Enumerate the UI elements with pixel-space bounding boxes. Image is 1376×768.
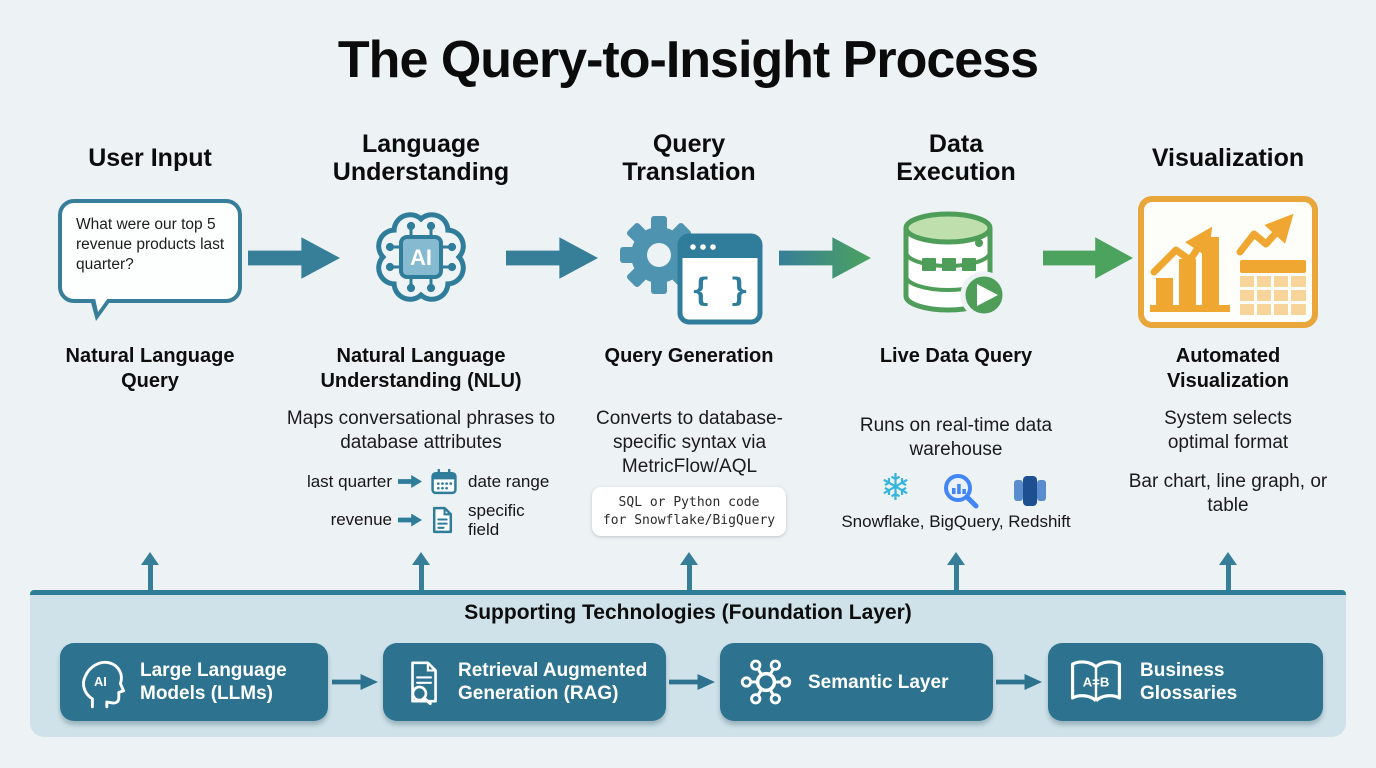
desc-visualization: System selects optimal format [1164,408,1292,453]
header-data-execution: Data Execution [896,130,1016,186]
up-arrow-1 [141,552,159,590]
mapping-to-label: specific field [468,501,525,539]
desc-live-data-query: Runs on real-time data warehouse [859,415,1053,460]
ai-head-label: AI [94,674,107,689]
header-language-understanding: Language Understanding [332,130,510,186]
label-natural-language-query: Natural Language Query [65,345,235,392]
flow-arrow-3 [779,237,871,279]
label-automated-visualization: Automated Visualization [1167,345,1289,392]
foundation-item-business-glossaries: A=B Business Glossaries [1048,643,1323,721]
mapping-to-label: date range [468,471,550,491]
page-title: The Query-to-Insight Process [337,31,1039,89]
up-arrow-4 [947,552,965,590]
header-visualization: Visualization [1151,144,1305,172]
flow-arrow-2 [506,237,598,279]
right-arrow-icon [398,475,422,488]
foundation-item-semantic-layer: Semantic Layer [720,643,993,721]
code-line-2: for Snowflake/BigQuery [602,513,776,528]
foundation-item-rag: Retrieval Augmented Generation (RAG) [383,643,666,721]
mapping-from-label: revenue [330,510,392,529]
foundation-item-label: Large Language Models (LLMs) [140,660,287,704]
mapping-row-specific-field: revenue specific field [296,501,556,539]
calendar-icon [431,468,457,495]
mapping-from-label: last quarter [306,471,392,491]
label-live-data-query: Live Data Query [879,345,1033,367]
code-braces-label: { } [691,271,749,309]
up-arrow-5 [1219,552,1237,590]
foundation-heading: Supporting Technologies (Foundation Laye… [464,601,912,624]
mapping-row-date-range: last quarter date range [296,468,556,495]
warehouse-names: Snowflake, BigQuery, Redshift [841,512,1071,531]
network-icon [740,659,792,705]
redshift-icon [1014,476,1046,506]
desc-visualization-formats: Bar chart, line graph, or table [1128,471,1328,516]
desc-nlu: Maps conversational phrases to database … [286,408,556,453]
ai-chip-label: AI [410,245,432,270]
up-arrow-2 [412,552,430,590]
speech-bubble: What were our top 5 revenue products las… [58,199,242,321]
glossary-label: A=B [1083,675,1110,690]
document-search-icon [411,661,437,706]
flow-arrow-4 [1043,237,1133,279]
foundation-item-label: Semantic Layer [808,671,949,693]
glossary-book-icon: A=B [1070,660,1122,702]
snowflake-glyph: ❄ [880,467,912,508]
foundation-item-label: Retrieval Augmented Generation (RAG) [458,660,648,704]
up-arrow-3 [680,552,698,590]
database-play-icon [903,211,1008,319]
charts-table-glyph [1150,213,1306,315]
header-user-input: User Input [88,144,212,172]
code-line-1: SQL or Python code [618,495,760,510]
code-snippet-box: SQL or Python code for Snowflake/BigQuer… [592,487,786,536]
visualization-chart-icon [1138,196,1318,328]
snowflake-icon: ❄ [880,468,911,508]
ai-brain-icon: AI [376,212,466,302]
label-nlu: Natural Language Understanding (NLU) [320,345,522,392]
document-icon [432,506,453,534]
gear-code-window-icon: { } [620,216,763,325]
right-arrow-icon [398,513,422,527]
flow-arrow-1 [248,237,340,279]
foundation-item-llms: AI Large Language Models (LLMs) [60,643,328,721]
bigquery-icon [944,474,979,509]
ai-head-icon: AI [82,660,126,709]
speech-bubble-text: What were our top 5 revenue products las… [76,216,225,274]
foundation-item-label: Business Glossaries [1140,660,1238,704]
header-query-translation: Query Translation [622,130,756,186]
desc-query-generation: Converts to database-specific syntax via… [596,408,783,477]
label-query-generation: Query Generation [604,345,774,367]
